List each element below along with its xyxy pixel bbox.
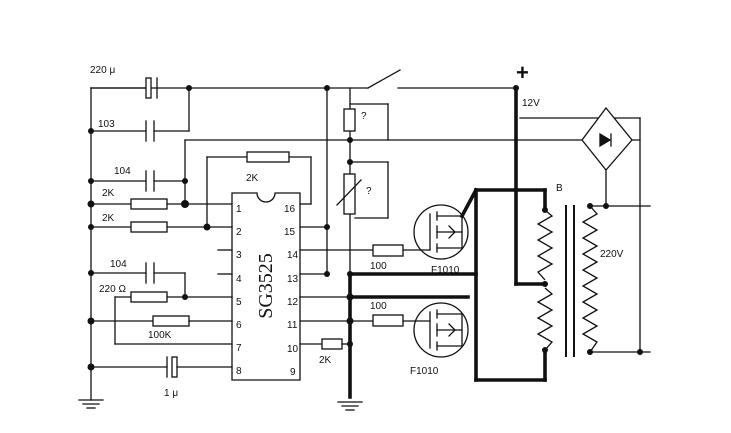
voltage-12v-label: 12V <box>522 98 540 109</box>
c-104-top-label: 104 <box>114 166 131 177</box>
r-2k-a-label: 2K <box>102 188 115 199</box>
capacitor-104-mid: 104 <box>90 259 186 298</box>
c-104-mid-label: 104 <box>110 259 127 270</box>
r-100-a-label: 100 <box>370 261 387 272</box>
resistor-2k-b: 2K <box>90 213 233 233</box>
r-100k-label: 100K <box>148 330 172 341</box>
resistor-2k-pin10: 2K <box>299 338 351 366</box>
resistor-100-b: 100 <box>299 301 431 327</box>
sense-resistor-branch: ? ? <box>336 87 389 275</box>
capacitor-220u: 220 μ <box>90 65 158 99</box>
unknown-1-label: ? <box>361 111 367 122</box>
resistor-100-a: 100 <box>299 244 431 272</box>
pin-14: 14 <box>287 250 299 261</box>
r-2k-pin10-label: 2K <box>319 355 332 366</box>
capacitor-1u: 1 μ <box>90 356 233 399</box>
pin-12: 12 <box>287 297 299 308</box>
mosfet-q1: F1010 <box>413 204 469 276</box>
pin-4: 4 <box>236 274 242 285</box>
r-100-b-label: 100 <box>370 301 387 312</box>
mosfet-q2: F1010 <box>410 302 469 377</box>
c-103-label: 103 <box>98 119 115 130</box>
resistor-2k-feedback: 2K <box>206 151 312 205</box>
resistor-100k: 100K <box>90 315 233 341</box>
v220-label: 220V <box>600 249 624 260</box>
pin-3: 3 <box>236 250 242 261</box>
resistor-2k-a: 2K <box>90 188 233 210</box>
pin-13: 13 <box>287 274 299 285</box>
power-switch[interactable] <box>367 69 401 89</box>
sg3525-chip: SG3525 1 2 3 4 5 6 7 8 16 15 14 13 12 11… <box>231 192 301 381</box>
pin-1: 1 <box>236 204 242 215</box>
transformer-label: B <box>556 183 563 194</box>
q2-label: F1010 <box>410 366 439 377</box>
pin-16: 16 <box>284 204 296 215</box>
pin-6: 6 <box>236 320 242 331</box>
unknown-2-label: ? <box>366 186 372 197</box>
ground-bus <box>337 272 478 411</box>
capacitor-104-top: 104 <box>90 166 186 192</box>
pin-7: 7 <box>236 343 242 354</box>
pin-15: 15 <box>284 227 296 238</box>
r-220ohm-label: 220 Ω <box>99 284 126 295</box>
ground-rail <box>78 87 104 409</box>
svg-text:+: + <box>516 60 529 85</box>
resistor-220ohm: 220 Ω <box>99 284 233 345</box>
q1-label: F1010 <box>431 265 460 276</box>
pin-2: 2 <box>236 227 242 238</box>
r-2k-b-label: 2K <box>102 213 115 224</box>
bridge-rectifier <box>581 106 633 172</box>
pin-11: 11 <box>287 320 298 331</box>
pin-10: 10 <box>287 344 299 355</box>
pin-8: 8 <box>236 366 242 377</box>
pin-9: 9 <box>290 367 296 378</box>
junction-dots <box>87 85 643 371</box>
drain-wiring <box>459 86 547 382</box>
r-2k-fb-label: 2K <box>246 173 259 184</box>
supply-plus-symbol: + <box>516 60 529 85</box>
c-220u-label: 220 μ <box>90 65 115 76</box>
transformer: B 220V <box>536 183 624 357</box>
pin-5: 5 <box>236 297 242 308</box>
capacitor-103: 103 <box>90 87 190 142</box>
c-1u-label: 1 μ <box>164 388 178 399</box>
ic-name: SG3525 <box>255 253 277 319</box>
